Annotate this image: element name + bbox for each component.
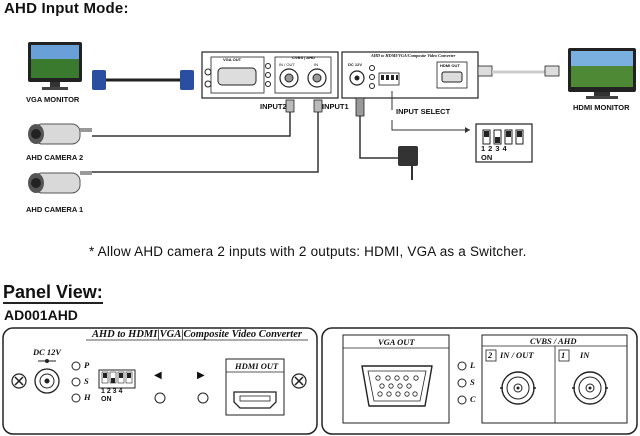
led-h-label: H [84, 392, 91, 402]
model-name: AD001AHD [4, 307, 78, 323]
hdmi-monitor-label: HDMI MONITOR [573, 103, 630, 112]
rear-unit-top [201, 51, 339, 99]
front-panel-title: AHD to HDMI|VGA|Composite Video Converte… [92, 329, 302, 340]
bnc-port-2-icon [500, 371, 536, 405]
led-p-label: P [84, 360, 90, 370]
vga-monitor-icon [28, 42, 82, 90]
led-l-icon [457, 361, 467, 371]
front-hdmi-out-label: HDMI OUT [235, 361, 279, 371]
top-front-hdmi-label: HDMI OUT [440, 63, 460, 68]
button-left-icon [154, 392, 166, 404]
vga-monitor-label: VGA MONITOR [26, 95, 80, 104]
camera-1-cable [92, 110, 319, 173]
camera-1-icon [28, 171, 92, 194]
led-l-label: L [470, 360, 476, 370]
select-right-arrow: ▶ [197, 370, 205, 381]
led-c-icon [457, 395, 467, 405]
port-1-label: IN [580, 350, 590, 360]
led-p-icon [71, 361, 81, 371]
camera-2-label: AHD CAMERA 2 [26, 153, 84, 162]
front-dip-switch-icon [98, 369, 136, 389]
dip-on-label: ON [481, 153, 493, 162]
ahd-input-mode-heading: AHD Input Mode: [4, 0, 129, 17]
select-left-arrow: ◀ [154, 370, 162, 381]
power-adapter-icon [398, 146, 418, 180]
top-rear-cvbs-label: CVBS | AHD [292, 55, 315, 60]
led-h-icon [71, 393, 81, 403]
input2-label: INPUT2 [260, 102, 287, 111]
dc-jack-icon [34, 359, 60, 394]
vga-cable-icon [92, 70, 194, 90]
top-rear-in-label: IN [314, 62, 318, 67]
port-2-number: 2 [488, 350, 493, 360]
port-1-number: 1 [561, 350, 566, 360]
led-s-rear-label: S [470, 377, 475, 387]
connection-diagram [28, 42, 636, 194]
camera-2-cable [92, 110, 291, 137]
input-select-label: INPUT SELECT [396, 107, 451, 116]
hdmi-monitor-icon [568, 48, 636, 99]
front-hdmi-port [225, 358, 285, 416]
front-panel [2, 327, 318, 435]
led-s-label: S [84, 376, 89, 386]
top-rear-vga-label: VGA OUT [223, 57, 242, 62]
input1-label: INPUT1 [322, 102, 349, 111]
front-dip-numbers: 1 2 3 4 [101, 388, 123, 395]
top-front-dc-label: DC 12V [348, 62, 363, 67]
rear-vga-out-label: VGA OUT [378, 337, 415, 347]
panel-view-heading: Panel View: [3, 282, 103, 304]
hdmi-cable-icon [477, 65, 560, 77]
front-unit-top [341, 51, 479, 99]
front-dip-on: ON [101, 396, 112, 403]
camera-2-icon [28, 123, 92, 145]
dip-switch-diagram [475, 123, 533, 163]
bnc-port-1-icon [572, 371, 608, 405]
dc-12v-label: DC 12V [33, 347, 62, 357]
rear-vga-port [342, 334, 450, 424]
front-screw-right [291, 373, 307, 389]
port-2-label: IN / OUT [500, 350, 534, 360]
switcher-note: * Allow AHD camera 2 inputs with 2 outpu… [89, 244, 527, 259]
rear-panel [321, 327, 638, 435]
top-front-title: AHD to HDMI/VGA/Composite Video Converte… [371, 53, 456, 58]
camera-1-label: AHD CAMERA 1 [26, 205, 84, 214]
button-right-icon [197, 392, 209, 404]
led-s-icon [71, 377, 81, 387]
top-rear-in-out-label: IN / OUT [279, 62, 295, 67]
led-c-label: C [470, 394, 476, 404]
cvbs-ahd-label: CVBS / AHD [530, 336, 577, 346]
front-screw-left [11, 373, 27, 389]
led-s-rear-icon [457, 378, 467, 388]
power-cable [359, 98, 398, 159]
dip-numbers-label: 1234 [481, 144, 510, 153]
cvbs-ahd-block [481, 334, 628, 424]
